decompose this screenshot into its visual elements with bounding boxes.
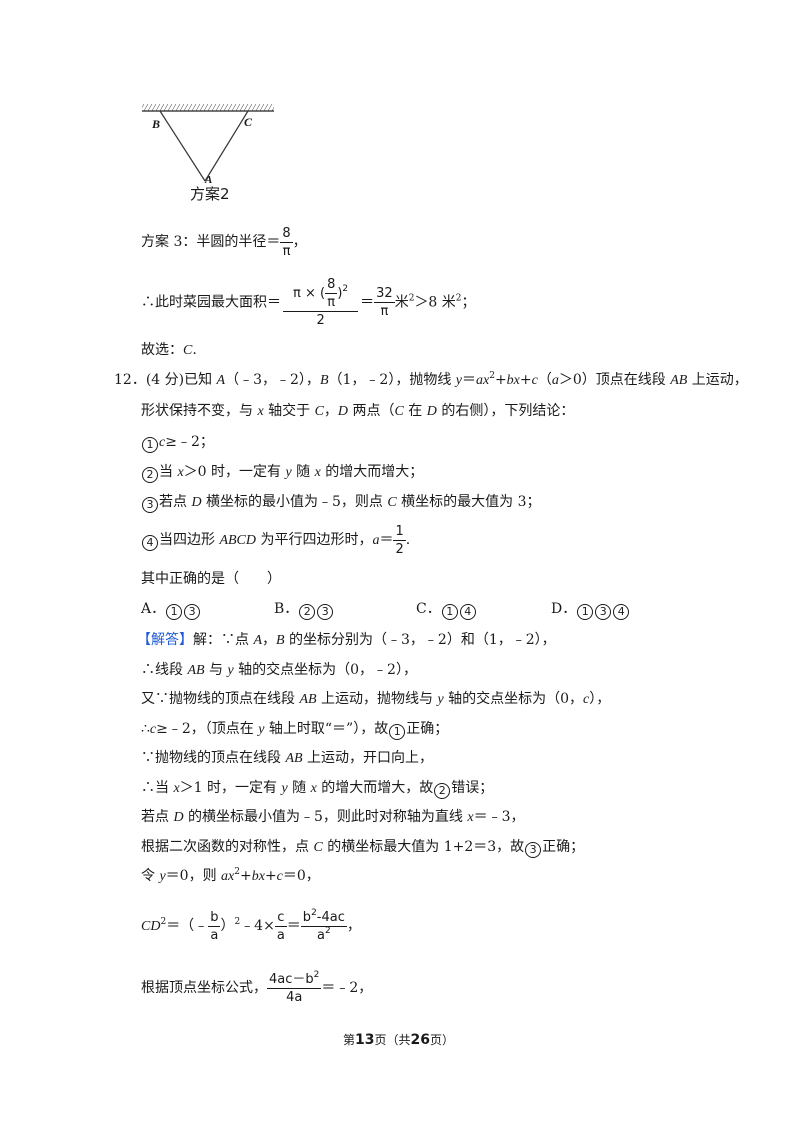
segment-ba bbox=[159, 110, 206, 182]
label-c: C bbox=[244, 115, 253, 129]
answer-11: 故选：C. bbox=[141, 342, 197, 358]
solution-line5: ∵抛物线的顶点在线段 AB 上运动，开口向上， bbox=[141, 750, 434, 766]
q12-line2: 形状保持不变，与 x 轴交于 C，D 两点（C 在 D 的右侧），下列结论： bbox=[141, 403, 575, 419]
diagram-caption: 方案2 bbox=[190, 185, 230, 203]
circled-number: 1 bbox=[142, 437, 158, 453]
circled-number: 2 bbox=[142, 467, 158, 483]
q12-line1: 12．(4 分)已知 A（﹣3，﹣2），B（1，﹣2），抛物线 y＝ax2+bx… bbox=[114, 371, 748, 389]
page-footer: 第13页（共26页） bbox=[343, 1032, 455, 1048]
circled-number: 3 bbox=[142, 497, 158, 513]
solution-line1: 【解答】解：∵点 A，B 的坐标分别为（﹣3，﹣2）和（1，﹣2）， bbox=[137, 632, 556, 648]
ceiling-hatching bbox=[142, 104, 274, 111]
question-prompt: 其中正确的是（ ） bbox=[141, 571, 281, 587]
solution-line9: 令 y＝0，则 ax2+bx+c＝0， bbox=[141, 867, 320, 885]
solution-line7: 若点 D 的横坐标最小值为﹣5，则此时对称轴为直线 x＝﹣3， bbox=[141, 809, 525, 825]
label-a: A bbox=[205, 174, 213, 186]
circled-number: 4 bbox=[142, 535, 158, 551]
solution-tag: 【解答】 bbox=[137, 632, 193, 648]
solution-line2: ∴线段 AB 与 y 轴的交点坐标为（0，﹣2）， bbox=[141, 662, 417, 678]
scheme-2-diagram bbox=[142, 104, 274, 182]
page-total: 26 bbox=[410, 1032, 430, 1048]
solution-line3: 又∵抛物线的顶点在线段 AB 上运动，抛物线与 y 轴的交点坐标为（0，c）， bbox=[141, 691, 611, 707]
page-number: 13 bbox=[355, 1032, 375, 1048]
label-b: B bbox=[152, 117, 161, 131]
segment-ac bbox=[204, 110, 249, 182]
